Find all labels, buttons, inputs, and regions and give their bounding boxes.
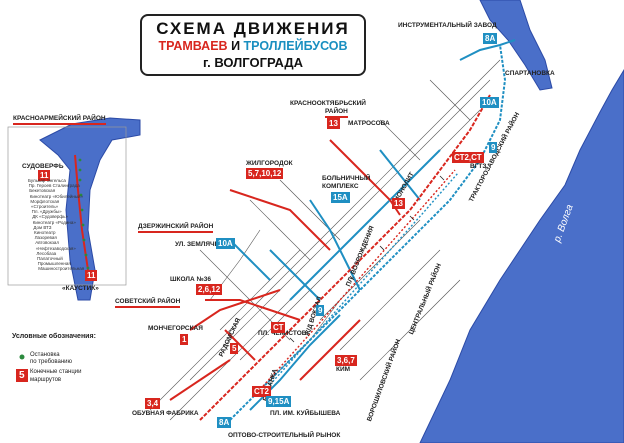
district-sovetsky: СОВЕТСКИЙ РАЙОН [115,298,181,308]
district-krasnoarmeysky: КРАСНОАРМЕЙСКИЙ РАЙОН [13,115,106,125]
badge-3-6-7: 3,6,7 [335,355,357,366]
inset-station: Пл. «Дружбы» [31,209,62,215]
district-krasnooktyabrsky-1: КРАСНООКТЯБРЬСКИЙ [290,100,366,107]
badge-3-4: 3,4 [145,398,161,409]
inset-station: Кинотеатр «Родина» [32,219,76,225]
terminal-mongorskaya: МОНЧЕГОРСКАЯ [148,325,203,332]
map-title: СХЕМА ДВИЖЕНИЯ ТРАМВАЕВ И ТРОЛЛЕЙБУСОВ г… [140,14,366,76]
street-grid [149,59,501,421]
inset-station: Кинотеатр [34,230,56,235]
badge-10a: 10А [480,97,499,108]
terminal-optovo: ОПТОВО-СТРОИТЕЛЬНЫЙ РЫНОК [228,432,341,439]
volga-river-left [39,117,141,301]
legend-request-stop-2: по требованию [30,359,73,365]
terminal-shkola36: ШКОЛА №36 [170,276,211,283]
inset-station: Лазоревая [34,235,57,241]
terminal-chekistov: ПЛ. ЧЕКИСТОВ [258,330,307,337]
terminal-bolnichny-2: КОМПЛЕКС [322,183,359,190]
inset-station: Пр. Героев Сталинграда [28,183,80,189]
inset-station: Морфлотская [30,198,60,204]
badge-11-bottom: 11 [85,270,98,281]
badge-11-top: 11 [38,170,51,181]
terminal-kuybysheva: ПЛ. ИМ. КУЙБЫШЕВА [270,410,341,417]
badge-9-15a: 9,15А [266,396,292,407]
badge-1: 1 [180,334,189,345]
title-line3: г. ВОЛГОГРАДА [142,54,364,71]
badge-ct-mid: СТ [271,322,286,333]
terminal-spartanovka: СПАРТАНОВКА [505,70,555,77]
title-trams: ТРАМВАЕВ [158,39,228,53]
badge-ct2-low: СТ2 [252,386,271,397]
inset-stops [78,158,90,270]
terminal-kim: КИМ [336,366,351,373]
legend-title: Условные обозначения: [12,333,96,340]
terminal-obuvnaya: ОБУВНАЯ ФАБРИКА [132,410,199,417]
badge-ct2-ct: СТ2,СТ [452,152,484,163]
inset-station: Бекетовская [29,188,56,194]
volga-river-right [419,69,624,443]
legend-terminal-1: Конечные станции [30,369,82,375]
terminal-kaustik: «КАУСТИК» [62,285,99,292]
badge-8a-top: 8А [483,33,498,44]
inset-station: Машиностроительная [38,266,85,272]
badge-13-mid: 13 [392,198,405,209]
district-krasnooktyabrsky-2: РАЙОН [325,108,348,118]
badge-8a-bottom: 8А [217,417,232,428]
badge-9-top: 9 [489,142,498,153]
legend-stop-marker [19,354,25,360]
inset-station: Кинотеатр «Юбилейный» [29,193,84,199]
tram-lines [74,94,491,421]
inset-station: ДК «Судоверфь» [32,214,68,220]
title-trolleys: ТРОЛЛЕЙБУСОВ [243,39,348,53]
river-top-right [479,0,553,91]
badge-15a: 15А [331,192,350,203]
badge-2-6-12: 2,6,12 [196,284,223,295]
title-city: ВОЛГОГРАДА [214,55,304,70]
terminal-zemlyachki: УЛ. ЗЕМЛЯЧКИ [175,241,224,248]
terminal-vgtz: ВГТЗ [470,163,487,170]
inset-station: «Строитель» [31,204,59,209]
legend-request-stop: Остановка [30,352,60,358]
inset-station: Бульвар Энгельса [28,178,66,183]
terminal-bolnichny-1: БОЛЬНИЧНЫЙ [322,175,371,182]
inset-station: Палаточный [37,256,63,261]
inset-station: Промышленная [37,261,71,267]
inset-station: Автовокзал [35,240,60,246]
badge-5: 5 [230,343,239,354]
terminal-zhilgorodok: ЖИЛГОРОДОК [246,160,293,167]
inset-station: Дом ВТЗ [33,224,52,230]
title-line2: ТРАМВАЕВ И ТРОЛЛЕЙБУСОВ [142,38,364,54]
terminal-matrosova: МАТРОСОВА [348,120,390,127]
badge-9-mid: 9 [316,305,325,316]
badge-10a-left: 10А [216,238,235,249]
badge-13: 13 [327,118,340,129]
inset-station: «Нефтезаводская» [35,245,76,251]
title-line1: СХЕМА ДВИЖЕНИЯ [156,19,350,38]
title-city-prefix: г. [202,55,215,70]
inset-frame [7,126,127,286]
main-avenue [254,169,459,399]
title-and: И [227,39,244,53]
legend-terminal-badge: 5 [16,369,28,382]
terminal-sudoverf: СУДОВЕРФЬ [22,163,64,170]
legend-terminal-2: маршрутов [30,377,62,383]
terminal-instrumentalny: ИНСТРУМЕНТАЛЬНЫЙ ЗАВОД [398,22,497,29]
inset-station: Лесобаза [36,250,57,256]
badge-5-7-10-12: 5,7,10,12 [246,168,284,179]
district-dzerzhinsky: ДЗЕРЖИНСКИЙ РАЙОН [138,223,214,233]
